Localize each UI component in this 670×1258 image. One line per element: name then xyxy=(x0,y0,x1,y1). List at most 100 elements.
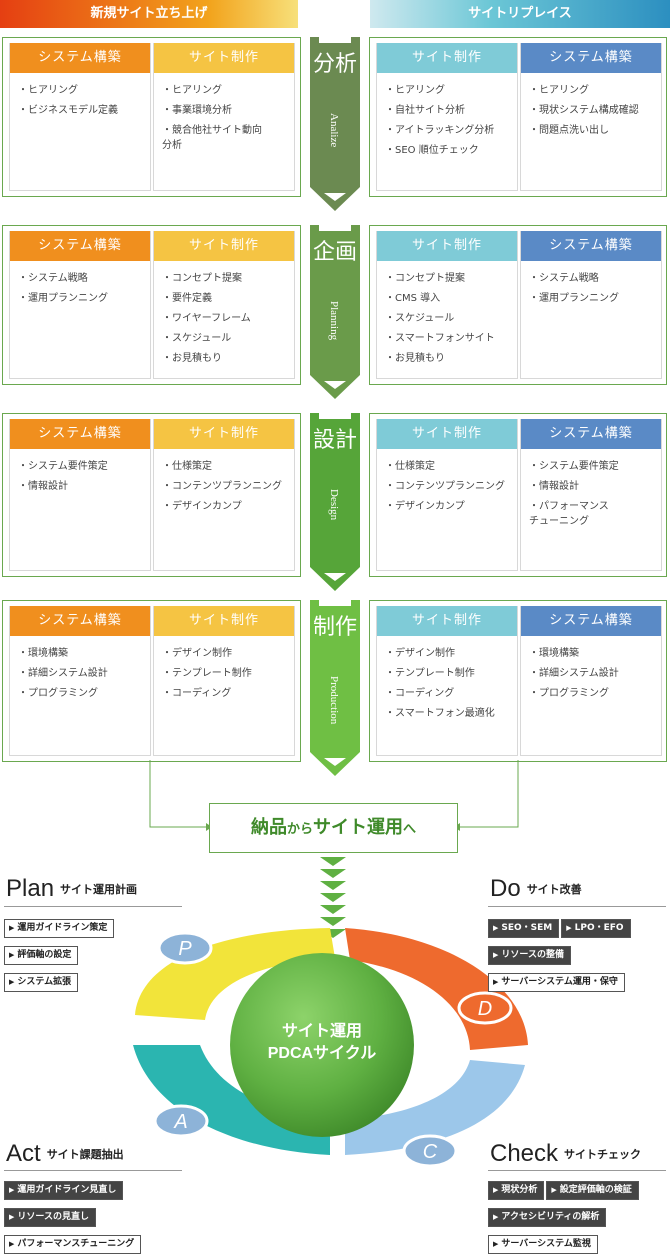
tag-arrow-icon: ▶ xyxy=(9,978,15,986)
card-item: ・コーディング xyxy=(385,688,455,699)
card-right-0-1: システム構築・ヒアリング・現状システム構成確認・問題点洗い出し xyxy=(520,43,662,191)
card-item: ・コンテンツプランニング xyxy=(162,481,282,492)
plan-underline xyxy=(4,906,182,907)
ring-act xyxy=(133,1045,330,1155)
card-items: ・コンセプト提案・CMS 導入・スケジュール・スマートフォンサイト・お見積もり xyxy=(377,269,517,369)
card-item: ・システム戦略 xyxy=(18,273,88,284)
panel-left-2: システム構築・システム要件策定・情報設計サイト制作・仕様策定・コンテンツプランニ… xyxy=(2,413,301,577)
check-subtitle: サイトチェック xyxy=(564,1149,642,1161)
card-item: ・自社サイト分析 xyxy=(385,105,465,116)
tag-arrow-icon: ▶ xyxy=(566,924,572,932)
card-item: ・システム要件策定 xyxy=(18,461,108,472)
card-item: ・詳細システム設計 xyxy=(18,668,108,679)
plan-tag: ▶評価軸の設定 xyxy=(4,946,79,965)
tag-arrow-icon: ▶ xyxy=(493,1186,499,1194)
plan-tag: ▶運用ガイドライン策定 xyxy=(4,919,115,938)
card-left-2-0: システム構築・システム要件策定・情報設計 xyxy=(9,419,151,571)
do-title: Do xyxy=(490,875,521,902)
card-right-2-0: サイト制作・仕様策定・コンテンツプランニング・デザインカンプ xyxy=(376,419,518,571)
card-items: ・デザイン制作・テンプレート制作・コーディング・スマートフォン最適化 xyxy=(377,644,517,724)
card-item: ・環境構築 xyxy=(18,648,68,659)
act-tag: ▶リソースの見直し xyxy=(4,1208,96,1227)
card-item: ・詳細システム設計 xyxy=(529,668,619,679)
panel-right-3: サイト制作・デザイン制作・テンプレート制作・コーディング・スマートフォン最適化シ… xyxy=(369,600,667,762)
card-item: ・コンテンツプランニング xyxy=(385,481,505,492)
card-item: ・情報設計 xyxy=(529,481,579,492)
check-tags: ▶現状分析▶設定評価軸の検証▶アクセシビリティの解析▶サーバーシステム監視 xyxy=(488,1177,668,1258)
card-item: ・現状システム構成確認 xyxy=(529,105,639,116)
badge-c xyxy=(402,1134,458,1168)
card-item: ・デザインカンプ xyxy=(385,501,465,512)
card-title: サイト制作 xyxy=(154,606,294,636)
card-item: ・コンセプト提案 xyxy=(162,273,242,284)
tag-arrow-icon: ▶ xyxy=(9,924,15,932)
card-item: ・システム要件策定 xyxy=(529,461,619,472)
center-line2: PDCAサイクル xyxy=(268,1044,377,1062)
tag-label: システム拡張 xyxy=(17,977,72,987)
panel-right-1: サイト制作・コンセプト提案・CMS 導入・スケジュール・スマートフォンサイト・お… xyxy=(369,225,667,385)
badge-a xyxy=(153,1104,209,1138)
card-title: システム構築 xyxy=(521,419,661,449)
tag-label: 運用ガイドライン見直し xyxy=(17,1185,117,1195)
card-title: サイト制作 xyxy=(377,419,517,449)
tag-arrow-icon: ▶ xyxy=(493,978,499,986)
check-tag: ▶設定評価軸の検証 xyxy=(546,1181,639,1200)
badge-a-letter: A xyxy=(173,1111,187,1133)
plan-title: Plan xyxy=(6,875,55,902)
phase-en-label: Design xyxy=(328,489,340,521)
do-tags: ▶SEO・SEM▶LPO・EFO▶リソースの整備▶サーバーシステム運用・保守 xyxy=(488,915,668,996)
do-tag: ▶LPO・EFO xyxy=(561,919,631,938)
card-item: ・競合他社サイト動向 分析 xyxy=(162,125,262,151)
card-right-1-1: システム構築・システム戦略・運用プランニング xyxy=(520,231,662,379)
card-item: ・コンセプト提案 xyxy=(385,273,465,284)
card-item: ・ヒアリング xyxy=(529,85,589,96)
tag-arrow-icon: ▶ xyxy=(493,1213,499,1221)
phase-cap xyxy=(319,225,351,231)
delivery-box: 納品からサイト運用へ xyxy=(209,803,458,853)
card-left-1-0: システム構築・システム戦略・運用プランニング xyxy=(9,231,151,379)
phase-cap xyxy=(319,37,351,43)
phase-jp-label: 分析 xyxy=(312,52,357,77)
do-tag: ▶SEO・SEM xyxy=(488,919,560,938)
card-title: システム構築 xyxy=(521,43,661,73)
card-title: システム構築 xyxy=(10,419,150,449)
card-title: システム構築 xyxy=(10,606,150,636)
card-items: ・環境構築・詳細システム設計・プログラミング xyxy=(10,644,150,704)
header-new-site: 新規サイト立ち上げ xyxy=(0,0,298,28)
card-left-2-1: サイト制作・仕様策定・コンテンツプランニング・デザインカンプ xyxy=(153,419,295,571)
plan-tag: ▶システム拡張 xyxy=(4,973,79,992)
card-items: ・システム戦略・運用プランニング xyxy=(10,269,150,309)
card-left-1-1: サイト制作・コンセプト提案・要件定義・ワイヤーフレーム・スケジュール・お見積もり xyxy=(153,231,295,379)
act-tags: ▶運用ガイドライン見直し▶リソースの見直し▶パフォーマンスチューニング xyxy=(4,1177,174,1258)
delivery-text-b: から xyxy=(286,822,313,837)
card-item: ・プログラミング xyxy=(529,688,609,699)
card-left-3-1: サイト制作・デザイン制作・テンプレート制作・コーディング xyxy=(153,606,295,756)
badge-p xyxy=(157,931,213,965)
card-item: ・運用プランニング xyxy=(18,293,108,304)
card-title: サイト制作 xyxy=(154,43,294,73)
card-left-3-0: システム構築・環境構築・詳細システム設計・プログラミング xyxy=(9,606,151,756)
delivery-text-a: 納品 xyxy=(250,817,287,838)
card-title: サイト制作 xyxy=(377,43,517,73)
card-left-0-1: サイト制作・ヒアリング・事業環境分析・競合他社サイト動向 分析 xyxy=(153,43,295,191)
act-subtitle: サイト課題抽出 xyxy=(46,1149,124,1161)
card-title: サイト制作 xyxy=(377,606,517,636)
do-tag: ▶サーバーシステム運用・保守 xyxy=(488,973,625,992)
check-underline xyxy=(488,1170,666,1171)
card-item: ・問題点洗い出し xyxy=(529,125,609,136)
do-underline xyxy=(488,906,666,907)
card-item: ・情報設計 xyxy=(18,481,68,492)
card-item: ・ヒアリング xyxy=(162,85,222,96)
card-title: システム構築 xyxy=(521,606,661,636)
check-tag: ▶現状分析 xyxy=(488,1181,545,1200)
card-items: ・システム要件策定・情報設計・パフォーマンス チューニング xyxy=(521,457,661,529)
card-title: サイト制作 xyxy=(377,231,517,261)
card-item: ・パフォーマンス チューニング xyxy=(529,501,609,527)
card-item: ・運用プランニング xyxy=(529,293,619,304)
card-right-0-0: サイト制作・ヒアリング・自社サイト分析・アイトラッキング分析・SEO 順位チェッ… xyxy=(376,43,518,191)
